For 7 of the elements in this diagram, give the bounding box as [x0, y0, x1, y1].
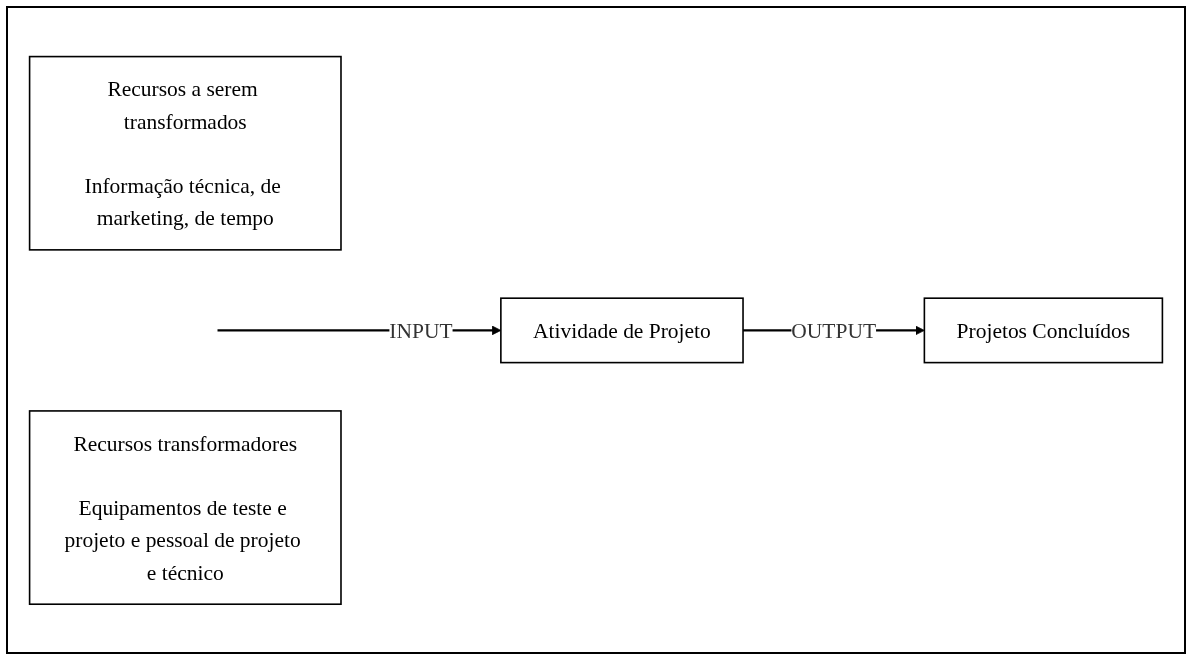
edge-label: INPUT: [389, 318, 453, 342]
node-box: [500, 296, 744, 363]
flowchart: INPUT OUTPUT Recursos a serem transformados Informação técnica, de marketing, de tempo Atividade de Projeto Projetos Concluídos Recursos transformadores Equipamentos de teste e projeto e pessoal de projeto e técnico: [21, 47, 1171, 613]
node-box: [28, 409, 342, 605]
edge-label: OUTPUT: [791, 318, 877, 342]
node-box: [923, 296, 1164, 363]
node-box: [28, 55, 342, 251]
